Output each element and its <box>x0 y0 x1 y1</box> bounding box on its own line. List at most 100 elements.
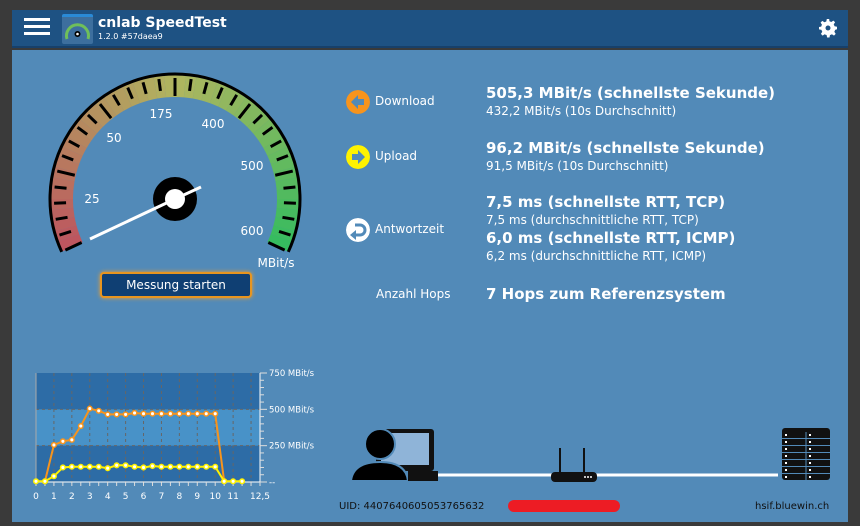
data-point-download <box>176 410 183 417</box>
data-point-upload <box>122 462 129 469</box>
gauge-arc <box>48 72 302 253</box>
server-hostname: hsif.bluewin.ch <box>755 501 830 512</box>
gauge-tick <box>276 154 289 162</box>
gauge-label: 175 <box>150 107 173 121</box>
latency-label: Antwortzeit <box>375 222 445 236</box>
tcp-average: 7,5 ms (durchschnittliche RTT, TCP) <box>486 213 699 227</box>
x-tick-label: 9 <box>194 492 200 502</box>
data-point-download <box>122 411 129 418</box>
gauge-tick <box>202 81 209 95</box>
data-point-download <box>203 410 210 417</box>
data-point-upload <box>95 463 102 470</box>
data-point-upload <box>185 463 192 470</box>
data-point-download <box>140 410 147 417</box>
data-point-download <box>158 410 165 417</box>
upload-label: Upload <box>375 149 418 163</box>
data-point-download <box>149 410 156 417</box>
gauge-tick <box>126 87 134 100</box>
gauge-tick <box>216 87 224 100</box>
gauge-tick <box>76 126 89 136</box>
gauge-tick <box>237 103 252 120</box>
y-tick-label: 750 MBit/s <box>269 369 315 379</box>
data-point-download <box>68 436 75 443</box>
data-point-download <box>50 441 57 448</box>
tcp-fastest: 7,5 ms (schnellste RTT, TCP) <box>486 193 726 211</box>
uid-text: UID: 4407640605053765632 <box>339 501 485 512</box>
x-tick-label: 0 <box>33 492 39 502</box>
data-point-upload <box>149 462 156 470</box>
gauge-label: 25 <box>84 192 99 206</box>
gauge-tick <box>68 139 81 149</box>
data-point-download <box>77 422 84 430</box>
hops-label: Anzahl Hops <box>376 287 451 301</box>
download-fastest: 505,3 MBit/s (schnellste Sekunde) <box>486 84 776 102</box>
data-point-upload <box>212 463 219 470</box>
y-tick-label: 500 MBit/s <box>269 405 315 415</box>
gauge-needle <box>89 197 176 241</box>
hops-value: 7 Hops zum Referenzsystem <box>486 285 726 303</box>
gauge-tick <box>252 113 264 125</box>
gauge-tick <box>278 230 291 237</box>
icmp-fastest: 6,0 ms (schnellste RTT, ICMP) <box>486 229 736 247</box>
data-point-download <box>59 438 66 445</box>
x-tick-label: 10 <box>209 492 221 502</box>
gauge-label: 400 <box>202 117 225 131</box>
x-tick-label: 6 <box>141 492 147 502</box>
gear-icon[interactable] <box>816 16 840 40</box>
x-tick-label: 12,5 <box>250 492 270 502</box>
icmp-average: 6,2 ms (durchschnittliche RTT, ICMP) <box>486 249 707 263</box>
data-point-upload <box>68 463 75 470</box>
start-measurement-button[interactable]: Messung starten <box>100 272 252 298</box>
data-point-upload <box>230 478 237 485</box>
gauge-label: 600 <box>241 224 264 238</box>
gauge-tick <box>282 215 295 221</box>
data-point-upload <box>131 463 138 470</box>
server-icon <box>782 428 830 481</box>
data-point-upload <box>41 478 49 485</box>
data-point-upload <box>50 473 57 480</box>
data-point-upload <box>221 478 228 485</box>
router-icon <box>551 448 597 482</box>
gauge-tick <box>111 94 121 107</box>
data-point-download <box>86 405 93 412</box>
download-label: Download <box>375 94 435 108</box>
gauge-tick <box>56 169 76 177</box>
gauge-tick <box>267 241 286 252</box>
x-tick-label: 1 <box>51 492 57 502</box>
data-point-download <box>185 410 192 417</box>
download-average: 432,2 MBit/s (10s Durchschnitt) <box>486 104 677 118</box>
gauge-tick <box>141 81 148 95</box>
x-tick-label: 8 <box>176 492 182 502</box>
data-point-download <box>113 411 120 418</box>
gauge-tick <box>54 185 67 190</box>
upload-fastest: 96,2 MBit/s (schnellste Sekunde) <box>486 139 765 157</box>
latency-return-icon <box>346 218 370 242</box>
x-tick-label: 3 <box>87 492 93 502</box>
user-computer-icon <box>349 428 438 482</box>
data-point-upload <box>140 464 147 471</box>
data-point-upload <box>203 463 210 470</box>
app-header: cnlab SpeedTest 1.2.0 #57daea9 <box>12 10 848 48</box>
upload-arrow-icon <box>346 145 370 169</box>
gauge-label: 50 <box>106 131 121 145</box>
app-version: 1.2.0 #57daea9 <box>98 32 163 41</box>
data-point-download <box>95 407 102 414</box>
hamburger-menu-icon[interactable] <box>24 18 50 38</box>
download-arrow-icon <box>346 90 370 114</box>
data-point-upload <box>239 478 246 485</box>
data-point-upload <box>59 464 66 471</box>
data-point-upload <box>32 478 40 485</box>
gauge-tick <box>59 230 72 237</box>
data-point-upload <box>77 463 84 470</box>
x-tick-label: 2 <box>69 492 75 502</box>
data-point-upload <box>104 465 111 472</box>
data-point-download <box>194 410 201 417</box>
x-tick-label: 11 <box>227 492 238 502</box>
gauge-tick <box>188 78 193 92</box>
app-logo <box>62 14 93 44</box>
data-point-upload <box>86 463 93 470</box>
gauge-tick <box>269 139 282 149</box>
data-point-download <box>212 410 219 417</box>
status-bar <box>508 500 620 512</box>
